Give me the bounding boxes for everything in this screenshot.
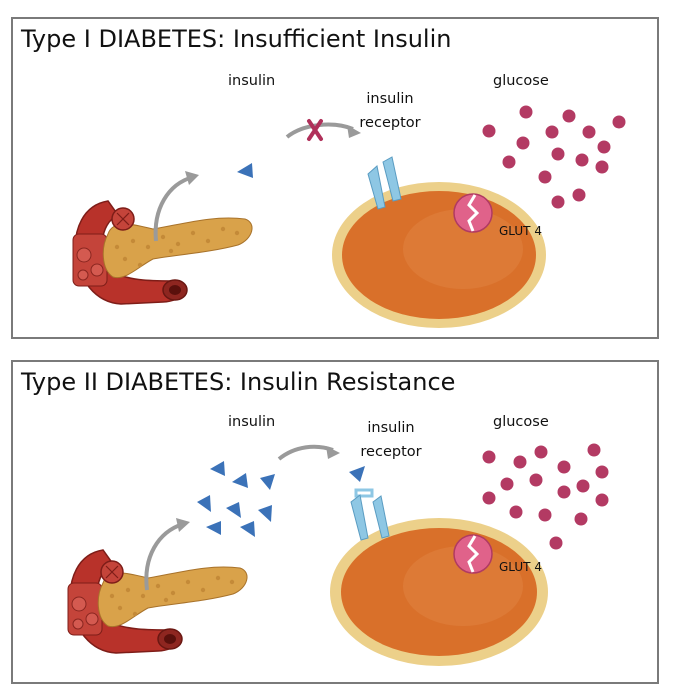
glucose-molecules: [482, 105, 626, 209]
cell: [332, 182, 546, 328]
glut4-label: GLUT 4: [499, 560, 542, 574]
glucose-molecules: [482, 443, 609, 550]
delivery-arrowhead: [326, 446, 340, 459]
insulin-label: insulin: [228, 414, 276, 430]
insulin-at-receptor: [349, 466, 365, 482]
receptor-label-line1: insulin: [366, 91, 414, 107]
x-mark-icon: [307, 119, 323, 141]
insulin-molecule: [237, 163, 253, 178]
type2-panel: Type II DIABETES: Insulin Resistance: [11, 360, 659, 684]
insulin-label: insulin: [228, 73, 276, 89]
receptor-label-line2: receptor: [359, 115, 421, 131]
insulin-receptor-icon: [350, 488, 390, 541]
type1-panel: Type I DIABETES: Insufficient Insulin: [11, 17, 659, 339]
type2-diagram: [67, 443, 609, 666]
receptor-label-line2: receptor: [360, 444, 422, 460]
type1-diagram: [72, 105, 626, 328]
insulin-receptor-icon: [367, 156, 402, 210]
insulin-molecules: [197, 461, 275, 537]
pancreas-duodenum-icon: [72, 200, 253, 305]
secretion-arrowhead: [185, 171, 199, 185]
secretion-arrow: [144, 522, 184, 591]
secretion-arrowhead: [176, 518, 190, 532]
secretion-arrow: [153, 175, 194, 242]
glut4-transporter-icon: [453, 193, 493, 233]
panel-title: Type I DIABETES: Insufficient Insulin: [21, 25, 452, 53]
glut4-label: GLUT 4: [499, 224, 542, 238]
panel-title: Type II DIABETES: Insulin Resistance: [21, 368, 456, 396]
glucose-label: glucose: [493, 73, 549, 89]
insulin-receptor-label: insulin receptor: [358, 416, 424, 464]
blocked-arrowhead: [347, 125, 361, 138]
glucose-label: glucose: [493, 414, 549, 430]
pancreas-duodenum-icon: [67, 549, 248, 654]
insulin-receptor-label: insulin receptor: [358, 87, 422, 135]
delivery-arrow: [277, 444, 334, 461]
cell: [330, 518, 548, 666]
glut4-transporter-icon: [453, 534, 493, 574]
receptor-label-line1: insulin: [367, 420, 415, 436]
